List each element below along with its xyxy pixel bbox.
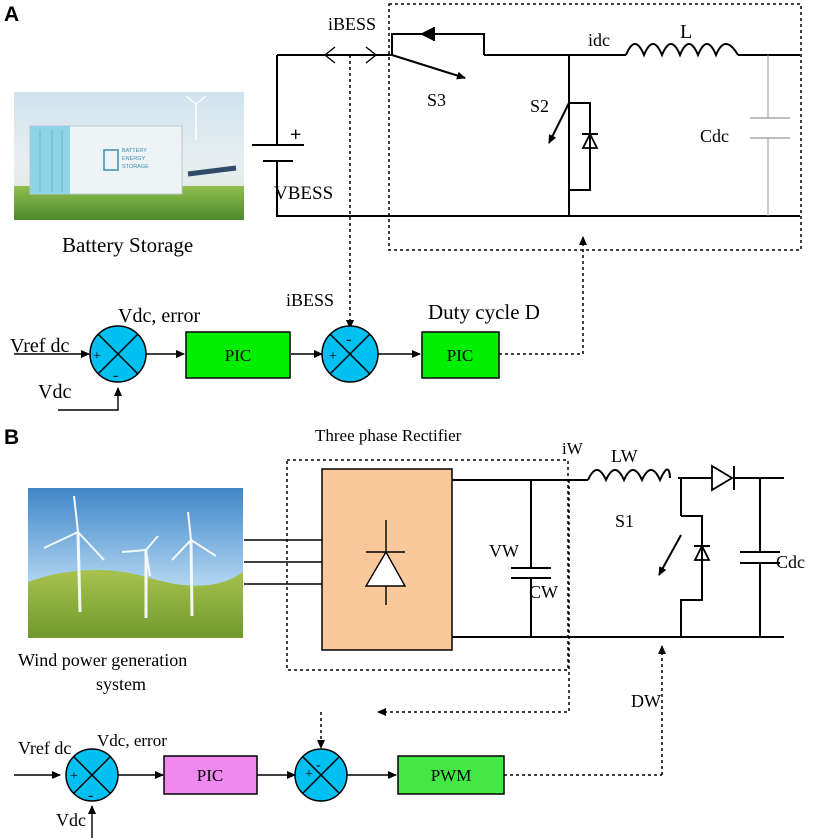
s1-switch-icon (658, 534, 682, 576)
idc-label: idc (588, 30, 610, 50)
wind-circuit-wiring (452, 464, 784, 638)
svg-text:+: + (329, 349, 337, 364)
duty-cycle-label: Duty cycle D (428, 300, 540, 324)
pic-block-1-label: PIC (225, 346, 251, 365)
lw-label: LW (611, 446, 638, 466)
s2-label: S2 (530, 96, 549, 116)
s2-switch-icon (548, 102, 570, 144)
svg-text:+: + (305, 767, 313, 782)
s3-diode-icon (420, 27, 434, 41)
cdc-label: Cdc (700, 126, 729, 146)
inductor-lw-icon (587, 468, 671, 483)
inductor-l-label: L (680, 21, 692, 43)
s1-diode-icon (693, 543, 711, 561)
ibess-right-arrow-icon (365, 46, 378, 64)
pic-block-b (163, 755, 258, 795)
pwm-block (397, 755, 505, 795)
s2-diode-icon (581, 131, 599, 149)
wind-caption-line2: system (96, 674, 146, 694)
pwm-block-label: PWM (431, 766, 472, 785)
s3-label: S3 (427, 90, 446, 110)
battery-plus-label: + (290, 124, 301, 146)
pic-block-b-label: PIC (197, 766, 223, 785)
image-label-energy: ENERGY (122, 156, 146, 162)
vref-dc-label-b: Vref dc (18, 738, 71, 758)
dw-label: DW (631, 691, 661, 711)
boost-diode-icon (711, 464, 734, 492)
vdc-feedback-arrow (58, 387, 122, 411)
pic-block-2-label: PIC (447, 346, 473, 365)
vw-label: VW (489, 541, 519, 561)
wind-farm-image (28, 488, 243, 638)
battery-storage-image: BATTERY ENERGY STORAGE (14, 92, 244, 220)
battery-storage-caption: Battery Storage (62, 233, 193, 257)
svg-text:+: + (93, 349, 101, 364)
converter-dotted-box (388, 3, 802, 251)
inductor-l-icon (625, 43, 739, 58)
panel-b-label: B (4, 426, 19, 449)
cdc-capacitor-icon (750, 55, 790, 216)
vdc-label-a: Vdc (38, 381, 71, 403)
summing-junction-1: + - (89, 325, 147, 384)
s1-label: S1 (615, 511, 634, 531)
svg-text:-: - (346, 331, 351, 348)
vref-dc-label-a: Vref dc (10, 335, 69, 357)
rectifier-diode-icon (364, 520, 407, 605)
pic-block-2 (421, 331, 500, 379)
svg-text:-: - (113, 367, 118, 384)
vbess-label: VBESS (274, 183, 333, 204)
summing-junction-2: + - (321, 325, 379, 383)
image-label-storage: STORAGE (122, 164, 149, 170)
ibess-control-label: iBESS (286, 290, 334, 310)
vdc-error-label-a: Vdc, error (118, 305, 201, 327)
ibess-top-label: iBESS (328, 14, 376, 34)
cdc-b-label: Cdc (776, 552, 805, 572)
svg-text:+: + (70, 769, 78, 784)
svg-text:-: - (316, 758, 321, 773)
panel-a-label: A (4, 3, 19, 26)
pic-block-1 (185, 331, 291, 379)
s3-switch-icon (391, 54, 466, 80)
summing-junction-3: + - (65, 748, 119, 804)
cw-label: CW (529, 582, 558, 602)
svg-text:-: - (88, 787, 93, 804)
ibess-left-arrow-icon (323, 46, 336, 64)
image-label-battery: BATTERY (122, 148, 147, 154)
bess-control-loop: + - + - PIC PIC (14, 55, 587, 411)
wind-caption-line1: Wind power generation (18, 650, 187, 670)
rectifier-dotted-box (286, 459, 569, 671)
vdc-error-label-b: Vdc, error (97, 731, 167, 750)
bess-circuit-wiring (252, 27, 800, 217)
summing-junction-4: + - (294, 748, 348, 802)
rectifier-title: Three phase Rectifier (315, 426, 462, 445)
iw-label: iW (562, 439, 584, 458)
vdc-label-b: Vdc (56, 810, 86, 830)
wind-control-loop: + - + - PIC PWM (14, 480, 666, 838)
